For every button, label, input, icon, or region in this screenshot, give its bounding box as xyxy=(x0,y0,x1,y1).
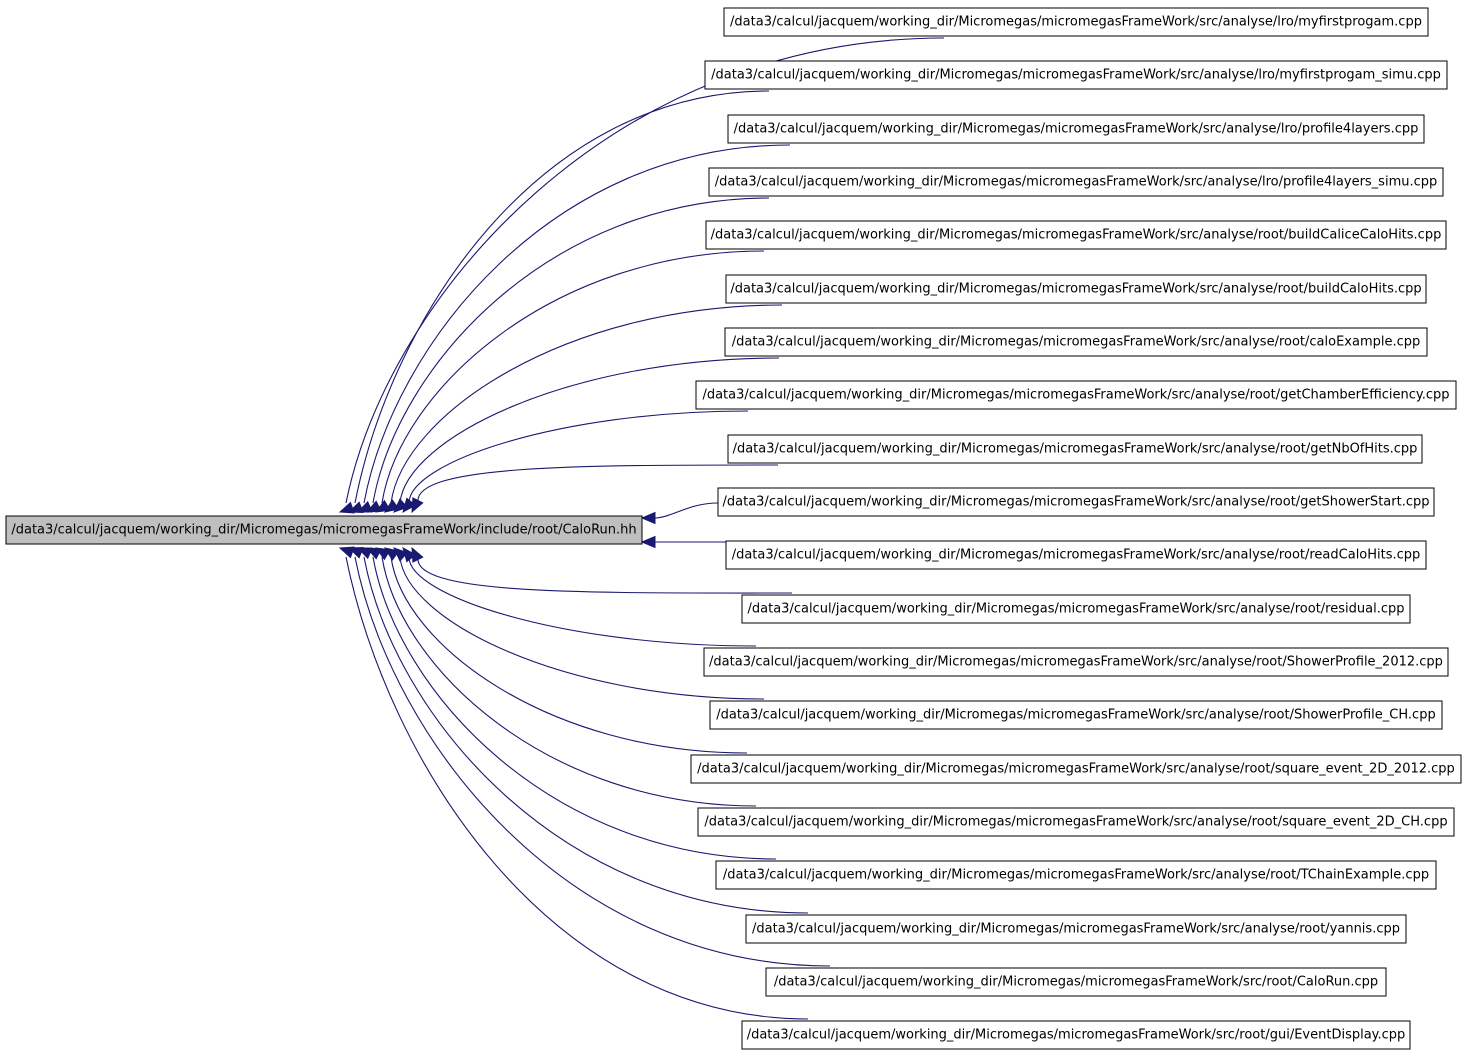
dependency-edge xyxy=(372,556,777,860)
source-node-label: /data3/calcul/jacquem/working_dir/Microm… xyxy=(730,282,1421,297)
target-node-box xyxy=(5,515,643,545)
source-node-label: /data3/calcul/jacquem/working_dir/Microm… xyxy=(709,655,1443,670)
source-node-label: /data3/calcul/jacquem/working_dir/Microm… xyxy=(716,708,1435,723)
dependency-edge xyxy=(381,250,765,504)
source-node[interactable]: /data3/calcul/jacquem/working_dir/Microm… xyxy=(725,540,1427,570)
source-node-label: /data3/calcul/jacquem/working_dir/Microm… xyxy=(730,15,1422,30)
source-node-label: /data3/calcul/jacquem/working_dir/Microm… xyxy=(748,602,1405,617)
source-node-label: /data3/calcul/jacquem/working_dir/Microm… xyxy=(697,762,1455,777)
source-node-label: /data3/calcul/jacquem/working_dir/Microm… xyxy=(732,335,1421,350)
edge-arrowhead xyxy=(640,535,656,549)
edges xyxy=(338,37,945,1020)
dependency-edge xyxy=(345,37,945,504)
source-node-label: /data3/calcul/jacquem/working_dir/Microm… xyxy=(711,228,1442,243)
source-node-label: /data3/calcul/jacquem/working_dir/Microm… xyxy=(734,122,1419,137)
source-node-label: /data3/calcul/jacquem/working_dir/Microm… xyxy=(702,388,1449,403)
source-node[interactable]: /data3/calcul/jacquem/working_dir/Microm… xyxy=(717,487,1435,517)
source-node-label: /data3/calcul/jacquem/working_dir/Microm… xyxy=(715,175,1438,190)
source-node-box xyxy=(745,914,1407,944)
source-node-label: /data3/calcul/jacquem/working_dir/Microm… xyxy=(747,1028,1406,1043)
source-node-box xyxy=(697,807,1455,837)
dependency-edge xyxy=(381,556,757,807)
source-node-box xyxy=(704,60,1448,90)
edge-arrowhead xyxy=(338,546,355,559)
source-node-box xyxy=(715,860,1437,890)
source-node-label: /data3/calcul/jacquem/working_dir/Microm… xyxy=(711,68,1441,83)
dependency-edge xyxy=(363,144,791,504)
source-node-box xyxy=(727,114,1425,144)
source-node[interactable]: /data3/calcul/jacquem/working_dir/Microm… xyxy=(741,594,1411,624)
target-node-label: /data3/calcul/jacquem/working_dir/Microm… xyxy=(11,523,636,538)
source-node-box xyxy=(723,7,1429,37)
source-node-label: /data3/calcul/jacquem/working_dir/Microm… xyxy=(752,922,1400,937)
source-node-box xyxy=(705,220,1447,250)
source-node-label: /data3/calcul/jacquem/working_dir/Microm… xyxy=(733,442,1418,457)
source-node[interactable]: /data3/calcul/jacquem/working_dir/Microm… xyxy=(727,434,1423,464)
nodes: /data3/calcul/jacquem/working_dir/Microm… xyxy=(5,7,1462,1050)
dependency-edge xyxy=(372,197,770,504)
source-node-box xyxy=(725,274,1427,304)
dependency-edge xyxy=(345,556,809,1020)
dependency-edge xyxy=(390,304,783,504)
edge-arrowhead xyxy=(640,511,656,525)
dependency-edge xyxy=(390,556,748,754)
dependency-edge xyxy=(399,556,765,700)
dependency-edge xyxy=(408,556,757,647)
source-node-label: /data3/calcul/jacquem/working_dir/Microm… xyxy=(774,975,1378,990)
dependency-edge xyxy=(363,556,809,914)
source-node-box xyxy=(725,540,1427,570)
source-node[interactable]: /data3/calcul/jacquem/working_dir/Microm… xyxy=(709,700,1443,730)
source-node[interactable]: /data3/calcul/jacquem/working_dir/Microm… xyxy=(724,327,1428,357)
source-node[interactable]: /data3/calcul/jacquem/working_dir/Microm… xyxy=(741,1020,1411,1050)
source-node-box xyxy=(741,594,1411,624)
dependency-edge xyxy=(354,556,831,967)
source-node-label: /data3/calcul/jacquem/working_dir/Microm… xyxy=(723,495,1430,510)
source-node-box xyxy=(709,700,1443,730)
source-node-box xyxy=(741,1020,1411,1050)
source-node-box xyxy=(708,167,1444,197)
source-node-box xyxy=(690,754,1462,784)
dependency-edge xyxy=(417,464,779,504)
source-node-box xyxy=(695,380,1457,410)
dependency-edge xyxy=(354,90,770,504)
source-node[interactable]: /data3/calcul/jacquem/working_dir/Microm… xyxy=(697,807,1455,837)
dependency-edge xyxy=(399,357,780,504)
source-node[interactable]: /data3/calcul/jacquem/working_dir/Microm… xyxy=(723,7,1429,37)
dependency-edge xyxy=(408,410,749,504)
source-node[interactable]: /data3/calcul/jacquem/working_dir/Microm… xyxy=(725,274,1427,304)
source-node-box xyxy=(717,487,1435,517)
source-node[interactable]: /data3/calcul/jacquem/working_dir/Microm… xyxy=(715,860,1437,890)
source-node-box xyxy=(765,967,1387,997)
dependency-edge xyxy=(653,502,719,519)
source-node-label: /data3/calcul/jacquem/working_dir/Microm… xyxy=(732,548,1421,563)
source-node[interactable]: /data3/calcul/jacquem/working_dir/Microm… xyxy=(727,114,1425,144)
source-node-label: /data3/calcul/jacquem/working_dir/Microm… xyxy=(704,815,1447,830)
source-node-box xyxy=(724,327,1428,357)
source-node[interactable]: /data3/calcul/jacquem/working_dir/Microm… xyxy=(690,754,1462,784)
source-node[interactable]: /data3/calcul/jacquem/working_dir/Microm… xyxy=(704,60,1448,90)
edge-arrowhead xyxy=(393,498,409,513)
source-node[interactable]: /data3/calcul/jacquem/working_dir/Microm… xyxy=(695,380,1457,410)
dependency-edge xyxy=(417,556,793,594)
source-node-box xyxy=(703,647,1449,677)
source-node[interactable]: /data3/calcul/jacquem/working_dir/Microm… xyxy=(703,647,1449,677)
source-node[interactable]: /data3/calcul/jacquem/working_dir/Microm… xyxy=(765,967,1387,997)
source-node-box xyxy=(727,434,1423,464)
edge-arrowhead xyxy=(402,497,417,514)
source-node[interactable]: /data3/calcul/jacquem/working_dir/Microm… xyxy=(705,220,1447,250)
source-node[interactable]: /data3/calcul/jacquem/working_dir/Microm… xyxy=(745,914,1407,944)
source-node-label: /data3/calcul/jacquem/working_dir/Microm… xyxy=(723,868,1429,883)
source-node[interactable]: /data3/calcul/jacquem/working_dir/Microm… xyxy=(708,167,1444,197)
target-node[interactable]: /data3/calcul/jacquem/working_dir/Microm… xyxy=(5,515,643,545)
edge-arrowhead xyxy=(411,497,424,514)
